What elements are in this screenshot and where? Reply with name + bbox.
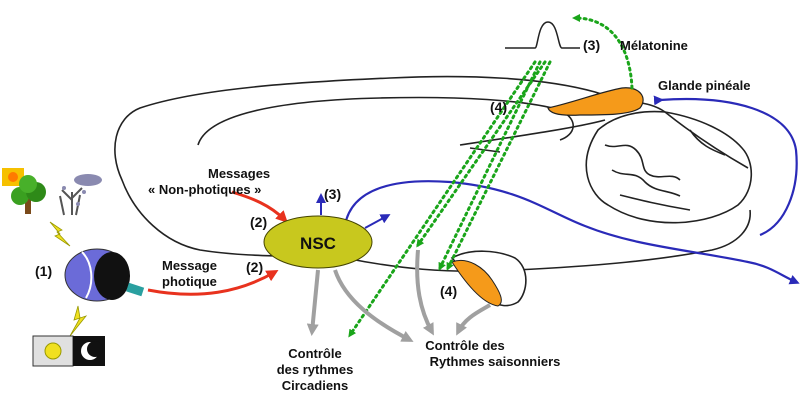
num-4-lower: (4): [440, 283, 457, 299]
non-photic-label-line1: Messages: [208, 166, 270, 181]
day-night-icon: [32, 335, 105, 367]
pineal-gland-label: Glande pinéale: [658, 78, 750, 93]
neural-path-blue: [343, 180, 800, 285]
circadian-label-line2: des rythmes: [277, 362, 354, 377]
non-photic-label-line2: « Non-photiques »: [148, 182, 261, 197]
circadian-label-line1: Contrôle: [288, 346, 341, 361]
photic-arrow: [147, 270, 279, 296]
sun-icon: [2, 168, 24, 186]
pituitary: [450, 250, 527, 307]
nsc-nucleus: [263, 215, 373, 269]
winter-tree-icon: [59, 174, 102, 216]
cerebellum: [585, 110, 753, 224]
num-1: (1): [35, 263, 52, 279]
nsc-label: NSC: [300, 234, 336, 253]
photic-label-line2: photique: [162, 274, 217, 289]
tree-icon: [11, 175, 46, 214]
seasonal-label-line1: Contrôle des: [425, 338, 504, 353]
pineal-gland: [547, 87, 644, 116]
seasonal-label-line2: Rythmes saisonniers: [430, 354, 561, 369]
num-4-upper: (4): [490, 99, 507, 115]
lightning-icon-lower: [69, 305, 88, 337]
melatonin-label: Mélatonine: [620, 38, 688, 53]
num-2-lower: (2): [246, 259, 263, 275]
output-arrows: [306, 249, 492, 342]
blue-arrow-right: [364, 214, 391, 229]
melatonin-paths: [348, 14, 634, 338]
num-3-melatonin: (3): [583, 37, 600, 53]
num-3-nsc: (3): [324, 186, 341, 202]
num-2-upper: (2): [250, 214, 267, 230]
photic-label-line1: Message: [162, 258, 217, 273]
circadian-label-line3: Circadiens: [282, 378, 348, 393]
lightning-icon: [49, 221, 71, 247]
non-photic-arrow: [231, 190, 288, 223]
eye-icon: [64, 248, 145, 302]
melatonin-peak-curve: [505, 21, 580, 49]
neural-path-blue-2: [653, 95, 798, 237]
